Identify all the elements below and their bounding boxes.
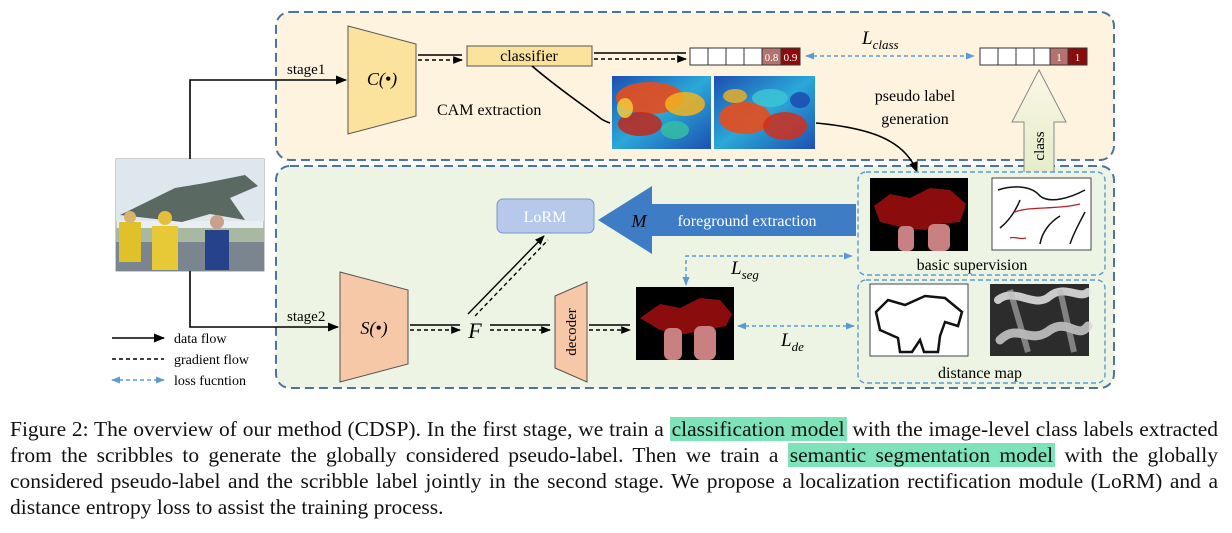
gradient-f-to-lorm bbox=[474, 239, 549, 317]
target-vector: 1 1 bbox=[979, 47, 1088, 66]
lorm-label: LoRM bbox=[524, 209, 567, 226]
mask-symbol: M bbox=[631, 211, 648, 231]
target-value-2: 1 bbox=[1075, 52, 1081, 64]
feature-symbol: F bbox=[467, 318, 482, 343]
legend-loss-function-label: loss fucntion bbox=[174, 374, 246, 389]
flow-image-to-stage1 bbox=[189, 75, 348, 159]
caption-part-1: Figure 2: The overview of our method (CD… bbox=[10, 417, 670, 441]
segmentation-network bbox=[339, 271, 409, 383]
foreground-extraction-arrow bbox=[598, 186, 856, 254]
loss-de-label: Lde bbox=[780, 330, 804, 354]
stage1-label: stage1 bbox=[287, 62, 325, 78]
prediction-value-2: 0.9 bbox=[784, 52, 798, 64]
classifier-network-label: C(•) bbox=[367, 69, 397, 90]
legend-gradient-flow-label: gradient flow bbox=[174, 353, 250, 368]
pseudo-label-mask bbox=[870, 178, 968, 251]
prediction-value-1: 0.8 bbox=[765, 52, 779, 64]
cam-extraction-curve bbox=[531, 65, 611, 124]
distance-map-label: distance map bbox=[938, 365, 1022, 382]
loss-seg-label: Lseg bbox=[730, 258, 759, 282]
decoder bbox=[554, 281, 588, 383]
pseudo-label-generation-line2: generation bbox=[881, 111, 949, 128]
caption-highlight-segmentation-model: semantic segmentation model bbox=[787, 443, 1056, 467]
flow-image-to-stage2 bbox=[189, 271, 340, 332]
scribble-label bbox=[991, 177, 1092, 251]
pseudo-label-generation-line1: pseudo label bbox=[875, 88, 956, 105]
loss-seg-connector bbox=[682, 252, 853, 286]
class-arrow bbox=[1011, 68, 1067, 177]
method-overview-diagram: stage1 stage2 C(•) classifier 0.8 0.9 Lc… bbox=[111, 11, 1115, 389]
caption-part-3: with the globally considered pseudo-labe… bbox=[10, 443, 1218, 519]
cam-heatmap-1 bbox=[612, 76, 711, 149]
lorm-box bbox=[496, 198, 595, 234]
distance-map-image bbox=[990, 284, 1093, 356]
cam-extraction-label: CAM extraction bbox=[437, 102, 541, 119]
foreground-extraction-label: foreground extraction bbox=[677, 213, 816, 230]
basic-supervision-label: basic supervision bbox=[917, 257, 1028, 274]
decoder-label: decoder bbox=[564, 308, 580, 355]
classifier-label: classifier bbox=[500, 48, 558, 65]
figure-caption: Figure 2: The overview of our method (CD… bbox=[10, 416, 1218, 520]
legend-data-flow-label: data flow bbox=[174, 332, 227, 347]
caption-part-2: with the image-level class labels extrac… bbox=[10, 417, 1219, 467]
cam-heatmap-2 bbox=[714, 76, 815, 149]
loss-class-label: Lclass bbox=[861, 28, 899, 52]
boundary-map bbox=[869, 283, 969, 357]
flow-f-to-lorm bbox=[467, 235, 545, 315]
caption-highlight-classification-model: classification model bbox=[669, 417, 847, 441]
prediction-vector: 0.8 0.9 bbox=[689, 47, 801, 66]
segmentation-output bbox=[636, 287, 734, 360]
classifier-network bbox=[347, 25, 417, 135]
legend: data flow gradient flow loss fucntion bbox=[111, 332, 250, 389]
pseudo-label-curve bbox=[815, 122, 918, 174]
input-image bbox=[115, 158, 265, 272]
class-arrow-label: class bbox=[1032, 131, 1048, 160]
target-value-1: 1 bbox=[1056, 52, 1062, 64]
stage2-label: stage2 bbox=[287, 309, 325, 325]
segmentation-network-label: S(•) bbox=[360, 318, 387, 339]
classifier-box bbox=[466, 45, 593, 67]
